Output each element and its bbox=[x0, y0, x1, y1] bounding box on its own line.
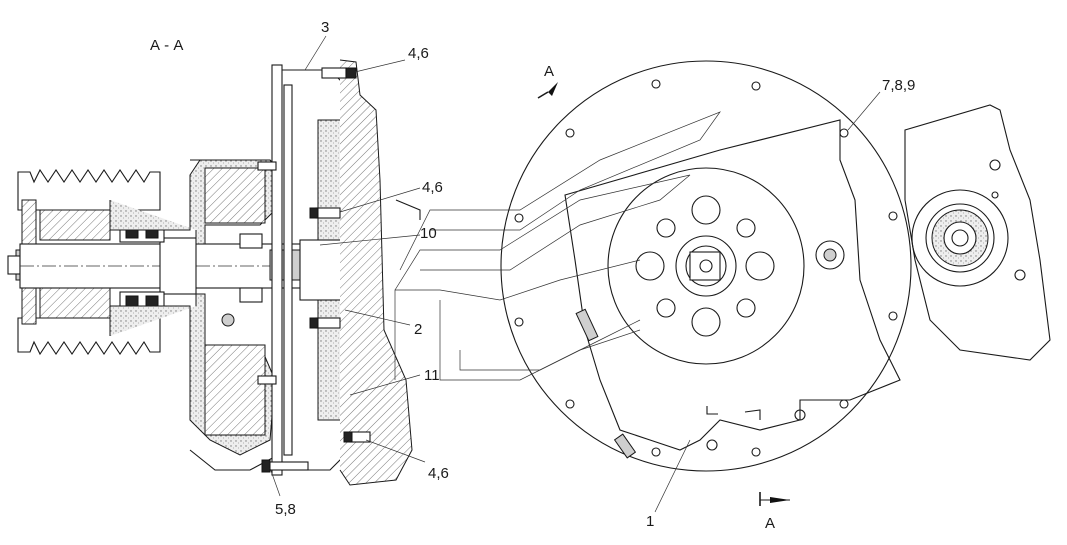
central-hub bbox=[675, 235, 737, 297]
small-tick-marks bbox=[706, 406, 761, 420]
section-view-a-a bbox=[7, 59, 421, 486]
callout-5-8: 5,8 bbox=[275, 501, 296, 518]
section-mark-bottom bbox=[759, 492, 790, 506]
housing-circle bbox=[500, 60, 912, 472]
inner-disc bbox=[607, 167, 805, 365]
section-mark-top-label: А bbox=[544, 63, 554, 80]
section-title: А - А bbox=[150, 37, 183, 54]
callout-3: 3 bbox=[321, 19, 329, 36]
labels: А - А 3 4,6 4,6 10 2 11 4,6 5,8 7,8,9 1 … bbox=[150, 19, 915, 532]
callout-4-6-mid: 4,6 bbox=[422, 179, 443, 196]
bearings bbox=[119, 221, 263, 313]
callout-1: 1 bbox=[646, 513, 654, 530]
front-view bbox=[394, 60, 1051, 506]
callout-4-6-bottom: 4,6 bbox=[428, 465, 449, 482]
section-mark-bottom-label: А bbox=[765, 515, 775, 532]
section-mark-top bbox=[537, 82, 558, 99]
cover-plate bbox=[564, 119, 901, 451]
callout-11: 11 bbox=[424, 367, 440, 384]
bolts-section bbox=[257, 67, 371, 473]
callout-2: 2 bbox=[414, 321, 422, 338]
inner-holes bbox=[635, 195, 775, 337]
perimeter-bolt-holes bbox=[514, 79, 898, 457]
callout-7-8-9: 7,8,9 bbox=[882, 77, 915, 94]
callout-4-6-top: 4,6 bbox=[408, 45, 429, 62]
leader-lines bbox=[269, 35, 881, 513]
callout-10: 10 bbox=[420, 225, 437, 242]
flange-assembly bbox=[271, 59, 421, 486]
gearbox bbox=[904, 104, 1051, 361]
gear-housing bbox=[109, 159, 279, 471]
strip-overlays bbox=[394, 111, 721, 459]
